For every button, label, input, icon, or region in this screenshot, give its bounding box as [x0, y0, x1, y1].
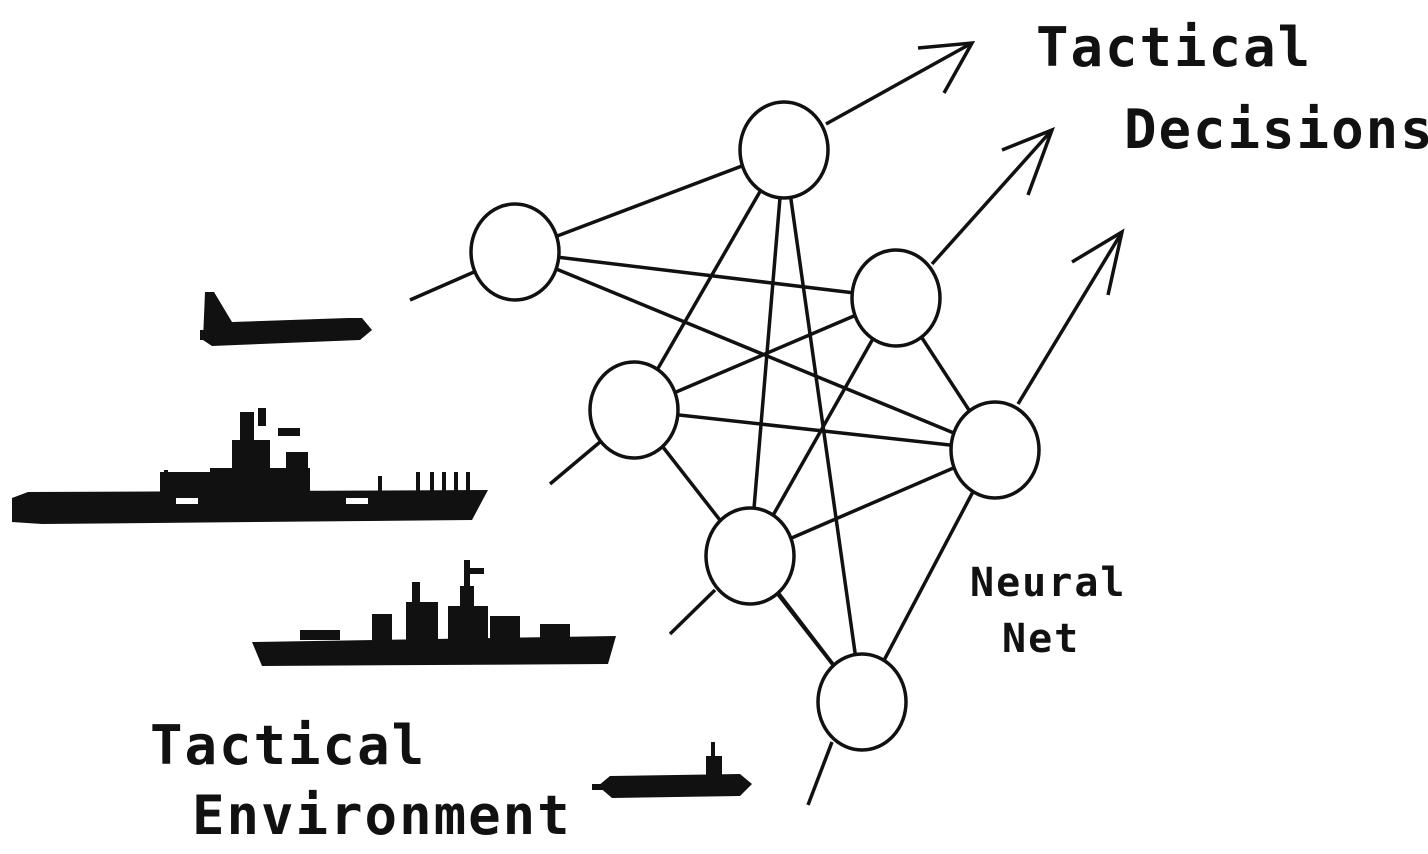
output-arrows — [825, 40, 1125, 405]
neuron-node — [816, 652, 908, 752]
environment-label-line1: Tactical — [150, 714, 426, 777]
input-line — [409, 270, 475, 302]
aircraft-icon — [200, 292, 372, 346]
connection-line — [514, 148, 785, 254]
output-label-line2: Decisions — [1124, 98, 1428, 161]
output-arrow — [930, 126, 1056, 266]
output-label-line1: Tactical — [1036, 16, 1312, 79]
submarine-icon — [592, 742, 752, 798]
input-line — [806, 741, 834, 806]
output-arrow — [1016, 228, 1125, 405]
connection-line — [514, 250, 897, 300]
environment-label-line2: Environment — [192, 784, 572, 847]
neuron-node — [850, 248, 942, 348]
connection-line — [514, 250, 996, 452]
neuron-node — [949, 400, 1041, 500]
neuron-node — [469, 202, 561, 302]
net-label-line2: Net — [1002, 616, 1080, 662]
warship-icon — [252, 560, 616, 666]
connection-line — [632, 149, 786, 411]
neuron-node — [738, 100, 830, 200]
output-arrow — [825, 40, 976, 126]
connection-line — [748, 297, 898, 557]
connection-line — [633, 408, 996, 452]
net-label-line1: Neural — [970, 560, 1127, 606]
connections — [514, 148, 997, 704]
input-lines — [409, 270, 834, 806]
aircraft-carrier-icon — [12, 408, 488, 524]
neuron-node — [588, 360, 680, 460]
neuron-node — [704, 506, 796, 606]
input-line — [668, 588, 717, 636]
input-line — [548, 440, 602, 486]
connection-line — [633, 296, 897, 412]
neurons — [469, 100, 1041, 752]
